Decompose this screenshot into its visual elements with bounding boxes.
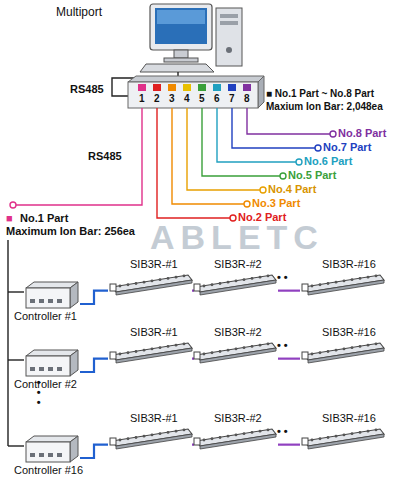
ion-bar: SIB3R-#2 xyxy=(192,258,278,297)
port-number: 1 xyxy=(139,93,145,105)
part-label: No.8 Part xyxy=(338,127,386,140)
part-label: No.6 Part xyxy=(304,155,352,168)
ion-bar: SIB3R-#1 xyxy=(108,326,194,365)
controller-box: Controller #2 xyxy=(14,348,80,391)
controller-label: Controller #1 xyxy=(14,310,80,323)
ion-bar-symbol xyxy=(108,339,194,365)
bar-label: SIB3R-#1 xyxy=(108,326,194,339)
bar-label: SIB3R-#16 xyxy=(300,326,386,339)
part-label: No.2 Part xyxy=(238,211,286,224)
controller-box: Controller #16 xyxy=(14,434,83,477)
ion-bar-symbol xyxy=(300,339,386,365)
controller-label: Controller #2 xyxy=(14,378,80,391)
bar-label: SIB3R-#16 xyxy=(300,412,386,425)
bus-label: RS485 xyxy=(88,150,122,163)
controller-symbol xyxy=(24,348,80,378)
ion-bar: SIB3R-#1 xyxy=(108,412,194,451)
ion-bar: SIB3R-#1 xyxy=(108,258,194,297)
controller-cable xyxy=(80,291,108,304)
part-label: No.7 Part xyxy=(323,141,371,154)
controller-symbol xyxy=(24,280,80,310)
ion-bar: SIB3R-#2 xyxy=(192,326,278,365)
ion-bar-symbol xyxy=(108,271,194,297)
controller-cable xyxy=(80,359,108,372)
computer-icon xyxy=(140,4,242,72)
controller-bus xyxy=(8,240,24,446)
ion-bar-symbol xyxy=(192,271,278,297)
part-label: No.5 Part xyxy=(288,169,336,182)
bar-label: SIB3R-#1 xyxy=(108,412,194,425)
bar-label: SIB3R-#2 xyxy=(192,412,278,425)
port-number: 7 xyxy=(229,93,235,105)
controller-box: Controller #1 xyxy=(14,280,80,323)
group-note: Maxium Ion Bar: 2,048ea xyxy=(266,101,383,113)
bus-label: RS485 xyxy=(70,83,104,96)
port-number: 8 xyxy=(244,93,250,105)
ion-bar-symbol xyxy=(300,271,386,297)
device-label: Multiport xyxy=(56,6,102,20)
part-label: No.3 Part xyxy=(252,197,300,210)
part-label: No.1 Part xyxy=(20,212,68,225)
controller-label: Controller #16 xyxy=(14,464,83,477)
ion-bar-symbol xyxy=(192,339,278,365)
bar-cable xyxy=(278,444,300,446)
ion-bar-symbol xyxy=(108,425,194,451)
part-label: No.4 Part xyxy=(268,183,316,196)
port-number: 2 xyxy=(154,93,160,105)
part-wires xyxy=(10,108,336,221)
port-number: 6 xyxy=(214,93,220,105)
ion-bar: SIB3R-#2 xyxy=(192,412,278,451)
bar-label: SIB3R-#16 xyxy=(300,258,386,271)
group-note: Maximum Ion Bar: 256ea xyxy=(6,225,135,238)
ion-bar-symbol xyxy=(300,425,386,451)
port-number: 4 xyxy=(184,93,190,105)
legend-square: ■ xyxy=(6,212,13,225)
bar-label: SIB3R-#2 xyxy=(192,258,278,271)
ion-bar: SIB3R-#16 xyxy=(300,258,386,297)
bar-cable xyxy=(278,290,300,292)
ion-bar: SIB3R-#16 xyxy=(300,412,386,451)
controller-cable xyxy=(80,445,108,458)
controller-symbol xyxy=(24,434,80,464)
group-note: ■ No.1 Part ~ No.8 Part xyxy=(266,88,374,100)
port-number: 3 xyxy=(169,93,175,105)
port-number: 5 xyxy=(199,93,205,105)
bar-label: SIB3R-#2 xyxy=(192,326,278,339)
ion-bar-symbol xyxy=(192,425,278,451)
bar-cable xyxy=(278,358,300,360)
watermark: ABLETC xyxy=(150,218,324,257)
multiport-hub xyxy=(128,76,264,108)
ion-bar: SIB3R-#16 xyxy=(300,326,386,365)
bar-label: SIB3R-#1 xyxy=(108,258,194,271)
